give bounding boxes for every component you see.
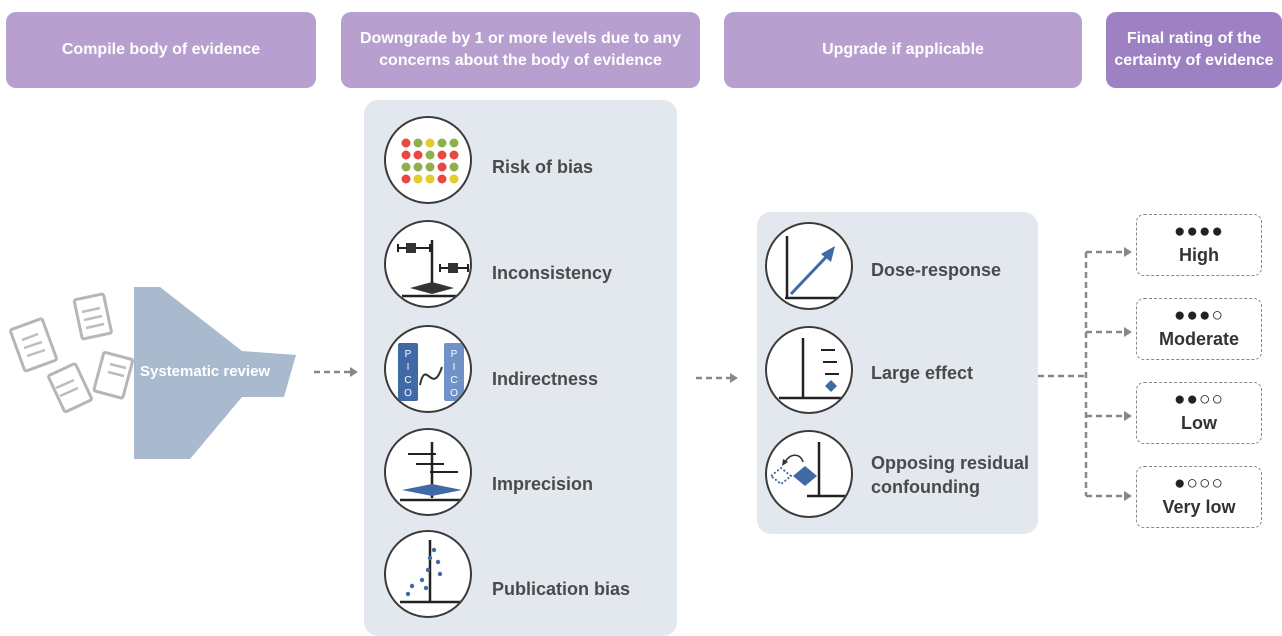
label-opposing-residual-confounding: Opposing residual confounding: [871, 453, 1030, 497]
indirectness-icon: P I C O P I C O: [384, 325, 472, 413]
rating-moderate: ●●●○ Moderate: [1136, 298, 1262, 360]
header-upgrade: Upgrade if applicable: [724, 12, 1082, 88]
funnel-plot: [400, 540, 462, 604]
pico-letter-o-2: O: [450, 388, 458, 399]
label-dose-response: Dose-response: [871, 260, 1002, 280]
risk-of-bias-grid: [401, 138, 459, 184]
pico-letter-i-2: I: [453, 362, 456, 373]
publication-bias-icon: [384, 530, 472, 618]
label-indirectness: Indirectness: [492, 369, 599, 389]
label-large-effect: Large effect: [871, 363, 974, 383]
rating-dots: ●○○○: [1174, 473, 1224, 494]
forest-plot-inconsistent: [397, 240, 469, 298]
rating-label: Moderate: [1158, 329, 1239, 349]
large-effect-plot: [779, 338, 847, 400]
large-effect-icon: [765, 326, 853, 414]
pico-comparison: P I C O P I C O: [398, 343, 464, 401]
label-imprecision: Imprecision: [492, 474, 594, 494]
documents-icon: [9, 292, 135, 414]
rating-very-low: ●○○○ Very low: [1136, 466, 1262, 528]
pico-letter-o: O: [404, 388, 412, 399]
pico-letter-i: I: [407, 362, 410, 373]
rating-low: ●●○○ Low: [1136, 382, 1262, 444]
rating-label: High: [1179, 245, 1219, 265]
funnel-label: Systematic review: [140, 363, 271, 380]
rating-label: Very low: [1162, 497, 1236, 517]
rating-dots: ●●●○: [1174, 305, 1224, 326]
imprecision-icon: [384, 428, 472, 516]
header-downgrade: Downgrade by 1 or more levels due to any…: [341, 12, 700, 88]
label-publication-bias: Publication bias: [492, 579, 631, 599]
rating-dots: ●●●●: [1174, 221, 1224, 242]
opposing-confounding-icon: [765, 430, 853, 518]
rating-connector: [1038, 247, 1132, 501]
pico-letter-p-2: P: [451, 349, 458, 360]
label-inconsistency: Inconsistency: [492, 263, 613, 283]
rating-dots: ●●○○: [1174, 389, 1224, 410]
systematic-review-funnel: [134, 287, 296, 459]
header-final-rating: Final rating of the certainty of evidenc…: [1106, 12, 1282, 88]
pico-letter-c-2: C: [450, 375, 457, 386]
header-compile-evidence: Compile body of evidence: [6, 12, 316, 88]
shifted-estimate: [769, 442, 847, 498]
arrow-to-upgrade: [696, 373, 738, 383]
label-risk-of-bias: Risk of bias: [492, 157, 594, 177]
rising-arrow: [785, 236, 849, 300]
risk-of-bias-icon: [384, 116, 472, 204]
rating-high: ●●●● High: [1136, 214, 1262, 276]
rating-label: Low: [1181, 413, 1217, 433]
pico-letter-c: C: [404, 375, 411, 386]
arrow-to-downgrade: [314, 367, 358, 377]
dose-response-icon: [765, 222, 853, 310]
forest-plot-wide: [400, 442, 464, 502]
pico-letter-p: P: [405, 349, 412, 360]
inconsistency-icon: [384, 220, 472, 308]
